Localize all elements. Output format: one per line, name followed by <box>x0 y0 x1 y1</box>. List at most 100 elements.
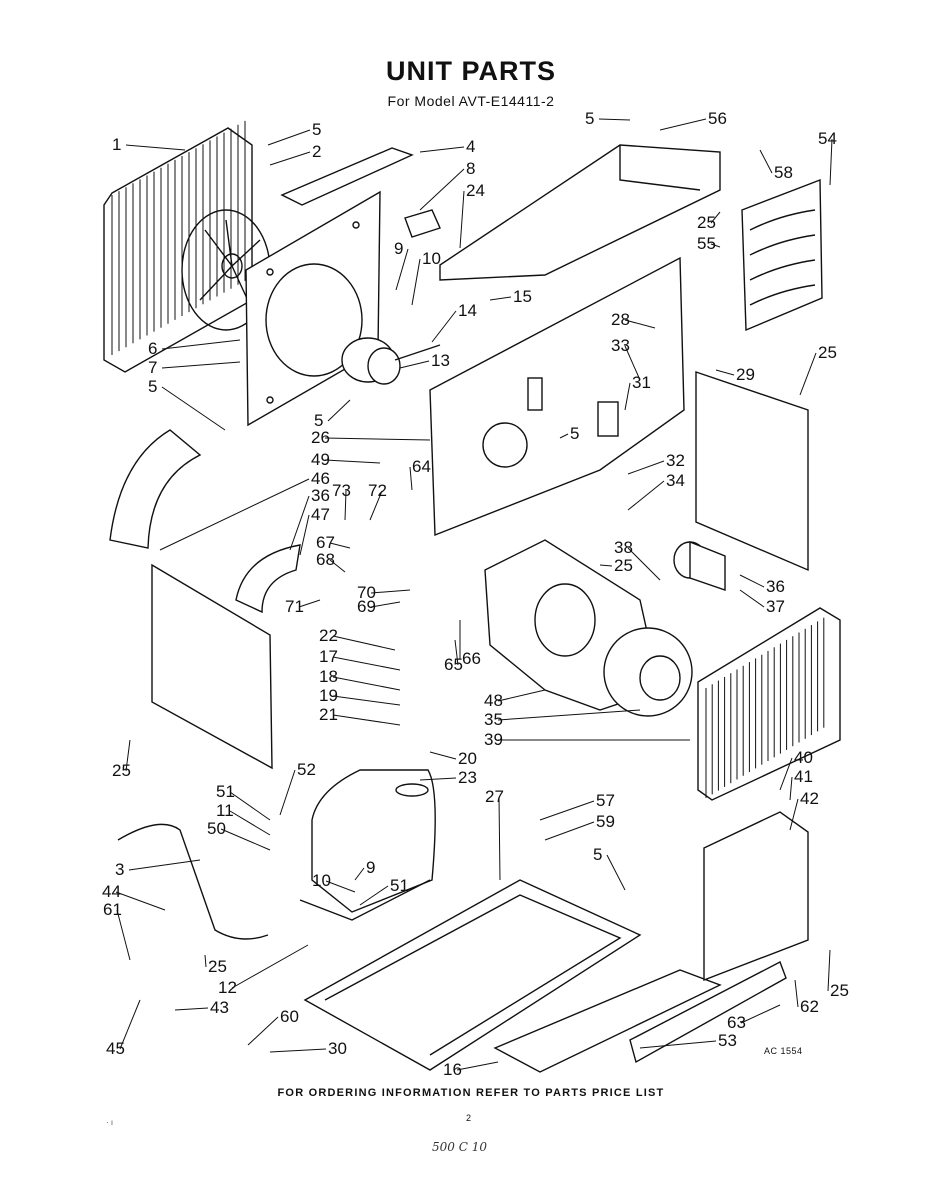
callout-label: 48 <box>484 691 503 710</box>
leader-line <box>559 433 569 439</box>
handwritten-note: 500 C 10 <box>432 1140 487 1154</box>
callout-label: 5 <box>312 120 321 139</box>
callout-label: 5 <box>314 411 323 430</box>
leader-line <box>779 757 793 791</box>
leader-line <box>627 547 661 581</box>
leader-line <box>710 243 721 248</box>
leader-line <box>370 601 401 608</box>
leader-line <box>354 867 365 881</box>
callout-label: 5 <box>585 109 594 128</box>
callout-label: 41 <box>794 767 813 786</box>
callout-label: 56 <box>708 109 727 128</box>
leader-line <box>325 880 356 893</box>
leader-line <box>624 319 656 329</box>
leader-line <box>125 144 186 151</box>
leader-line <box>332 695 401 706</box>
leader-line <box>715 369 735 376</box>
callout-label: 8 <box>466 159 475 178</box>
leader-line <box>739 589 765 608</box>
page-number: 2 <box>466 1113 472 1123</box>
callout-label: 71 <box>285 597 304 616</box>
compressor-illustration <box>299 769 436 921</box>
leader-line <box>794 979 799 1008</box>
callout-label: 29 <box>736 365 755 384</box>
leader-line <box>639 1040 717 1049</box>
evaporator-coil-illustration <box>697 607 841 801</box>
leader-line <box>827 949 831 992</box>
leader-line <box>247 1016 279 1046</box>
leader-line <box>489 296 512 301</box>
leader-line <box>279 769 296 816</box>
leader-line <box>128 859 201 871</box>
callout-label: 40 <box>794 748 813 767</box>
callout-label: 28 <box>611 310 630 329</box>
callout-label: 5 <box>570 424 579 443</box>
air-guide-small-illustration <box>235 544 301 614</box>
callout-label: 1 <box>112 135 121 154</box>
callout-label: 64 <box>412 457 431 476</box>
leader-line <box>161 386 226 431</box>
model-subtitle: For Model AVT-E14411-2 <box>387 93 555 109</box>
leader-line <box>740 1004 781 1024</box>
condenser-coil-illustration <box>103 120 253 373</box>
leader-line <box>498 796 501 881</box>
leader-line <box>161 339 241 350</box>
heater-element-illustration <box>741 178 823 332</box>
leader-line <box>115 891 166 911</box>
callout-label: 26 <box>311 428 330 447</box>
callout-label: 16 <box>443 1060 462 1079</box>
callout-label: 36 <box>311 486 330 505</box>
callout-label: 49 <box>311 450 330 469</box>
callout-label: 6 <box>148 339 157 358</box>
callout-label: 66 <box>462 649 481 668</box>
callout-label: 39 <box>484 730 503 749</box>
leader-line <box>369 490 383 521</box>
ordering-footer: FOR ORDERING INFORMATION REFER TO PARTS … <box>277 1087 665 1099</box>
callout-label: 25 <box>112 761 131 780</box>
callout-label: 57 <box>596 791 615 810</box>
leader-line <box>332 676 401 691</box>
leader-line <box>204 954 207 968</box>
leader-line <box>829 138 833 186</box>
callout-label: 5 <box>148 377 157 396</box>
callout-label: 63 <box>727 1013 746 1032</box>
leader-line <box>399 360 430 369</box>
leader-line <box>289 495 310 551</box>
callout-label: 36 <box>766 577 785 596</box>
leader-lines <box>115 118 833 1071</box>
callout-label: 47 <box>311 505 330 524</box>
fan-shroud-illustration <box>245 190 381 427</box>
leader-line <box>599 564 613 567</box>
leader-line <box>395 248 409 291</box>
leader-line <box>624 345 641 381</box>
callout-label: 45 <box>106 1039 125 1058</box>
callout-label: 17 <box>319 647 338 666</box>
leader-line <box>359 885 389 906</box>
leader-line <box>497 689 546 702</box>
leader-line <box>411 258 421 306</box>
leader-line <box>174 1007 209 1011</box>
callout-label: 53 <box>718 1031 737 1050</box>
air-guide-illustration <box>109 429 202 549</box>
leader-line <box>419 777 457 781</box>
callout-label: 3 <box>115 860 124 879</box>
callout-label: 20 <box>458 749 477 768</box>
callout-label: 23 <box>458 768 477 787</box>
callout-label: 9 <box>394 239 403 258</box>
callout-label: 25 <box>830 981 849 1000</box>
leader-line <box>710 211 721 224</box>
callout-label: 25 <box>818 343 837 362</box>
control-side-panel-illustration <box>695 371 809 572</box>
callout-label: 37 <box>766 597 785 616</box>
callout-label: 12 <box>218 978 237 997</box>
callout-label: 33 <box>611 336 630 355</box>
leader-line <box>459 190 465 249</box>
leader-line <box>332 635 396 651</box>
left-side-panel-illustration <box>151 563 273 770</box>
page-title: UNIT PARTS <box>386 56 556 86</box>
leader-line <box>799 352 817 396</box>
callout-label: 9 <box>366 858 375 877</box>
callout-label: 11 <box>216 801 234 820</box>
